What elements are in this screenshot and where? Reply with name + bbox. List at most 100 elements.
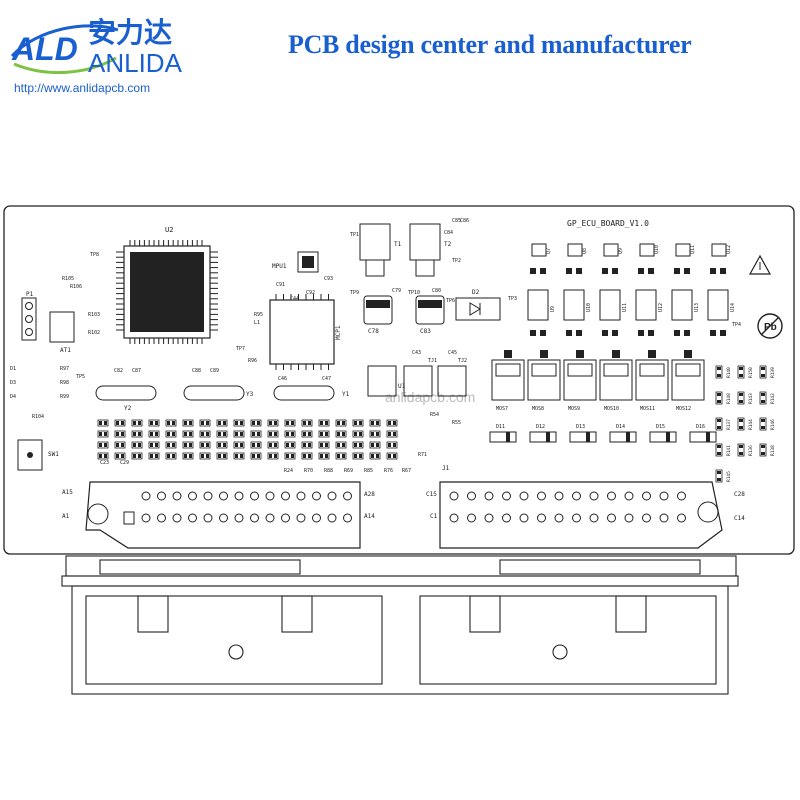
label-tp2: TP2 — [452, 258, 461, 264]
label-r98: R98 — [60, 380, 69, 386]
regulator-t2-label: T2 — [444, 241, 452, 248]
crystal-y1-label: Y1 — [342, 391, 350, 398]
label-r102: R102 — [88, 330, 100, 336]
resistor-label: R140 — [726, 367, 732, 378]
chip-mcp1: MCP1 — [269, 294, 342, 370]
label-c88: C88 — [192, 368, 201, 374]
mosfet-label: MOS8 — [532, 406, 544, 412]
resistor: R148 — [715, 391, 732, 405]
label-c44: C44 — [290, 296, 299, 302]
chip-mcp1-label: MCP1 — [335, 325, 342, 340]
resistor-label: R142 — [770, 393, 776, 404]
mosfet: MOS10 — [599, 350, 633, 412]
resistor-label: R141 — [726, 445, 732, 456]
label-r85: R85 — [364, 468, 373, 474]
label-r104: R104 — [32, 414, 44, 420]
resistor: R141 — [715, 443, 732, 457]
mosfet: MOS7 — [491, 350, 525, 412]
label-r96: R96 — [248, 358, 257, 364]
regulator-t2: T2 — [409, 223, 452, 277]
diode-label: D16 — [696, 424, 705, 430]
pin-label-c14: C14 — [734, 515, 745, 522]
diode-label: D12 — [536, 424, 545, 430]
board-title: GP_ECU_BOARD_V1.0 — [567, 219, 649, 228]
chip-at1: AT1 — [49, 311, 75, 354]
chip-u1: U1 — [367, 365, 406, 397]
label-d1: D1 — [10, 366, 16, 372]
mosfet: MOS11 — [635, 350, 669, 412]
fet-label: Q9 — [618, 248, 624, 254]
crystal-y3: Y3 — [183, 385, 254, 401]
label-r24: R24 — [284, 468, 293, 474]
ic-label: U10 — [586, 303, 592, 312]
label-tj1: TJ1 — [428, 358, 437, 364]
label-tp6: TP6 — [446, 298, 455, 304]
header-p1: P1 — [21, 291, 37, 341]
label-r103: R103 — [88, 312, 100, 318]
label-r70: R70 — [304, 468, 313, 474]
regulator-t1: T1 — [359, 223, 402, 277]
diode-label: D11 — [496, 424, 505, 430]
svg-text:Pb: Pb — [764, 322, 777, 333]
resistor-label: R143 — [748, 393, 754, 404]
label-r76: R76 — [384, 468, 393, 474]
label-l1: L1 — [254, 320, 260, 326]
label-r99: R99 — [60, 394, 69, 400]
resistor-label: R136 — [748, 445, 754, 456]
pin-label-a28: A28 — [364, 491, 375, 498]
label-c84: C84 — [444, 230, 453, 236]
diode: D12 — [529, 424, 557, 443]
connector-housing — [61, 555, 739, 695]
ic-label: U13 — [694, 303, 700, 312]
resistor: R139 — [759, 365, 776, 379]
diode: D11 — [489, 424, 517, 443]
label-tj2: TJ2 — [458, 358, 467, 364]
watermark: anlidapcb.com — [385, 389, 475, 405]
label-r95: R95 — [254, 312, 263, 318]
pin-label-c15: C15 — [426, 491, 437, 498]
label-tp3: TP3 — [508, 296, 517, 302]
tagline: PCB design center and manufacturer — [288, 30, 692, 59]
resistor: R142 — [759, 391, 776, 405]
anlida-logo: ALD 安力达 ANLIDA http://www.anlidapcb.com — [10, 16, 183, 95]
label-r106: R106 — [70, 284, 82, 290]
ic-label: U12 — [658, 303, 664, 312]
mosfet: MOS8 — [527, 350, 561, 412]
cap-c78: C78 — [363, 295, 393, 335]
resistor: R150 — [737, 365, 754, 379]
diode: D16 — [689, 424, 717, 443]
resistor: R140 — [715, 365, 732, 379]
passive-components — [97, 419, 398, 460]
label-c91: C91 — [276, 282, 285, 288]
chip-mpu1: MPU1 — [272, 251, 319, 273]
resistor-label: R138 — [770, 445, 776, 456]
resistor-label: R137 — [726, 419, 732, 430]
chip-mpu1-label: MPU1 — [272, 263, 287, 270]
label-tp1: TP1 — [350, 232, 359, 238]
crystal-y1: Y1 — [273, 385, 350, 401]
label-d4: D4 — [10, 394, 16, 400]
fet-label: Q10 — [654, 245, 660, 254]
label-tp8: TP8 — [90, 252, 99, 258]
resistor: R145 — [715, 469, 732, 483]
crystal-y3-label: Y3 — [246, 391, 254, 398]
label-c92: C92 — [306, 290, 315, 296]
resistor-label: R144 — [748, 419, 754, 430]
board-outline — [3, 205, 795, 555]
logo-text: ALD — [11, 31, 78, 67]
main-chip-u2: U2 — [116, 226, 218, 344]
logo-brand-name: ANLIDA — [88, 48, 183, 78]
fet-label: Q8 — [582, 248, 588, 254]
header-label: P1 — [26, 291, 34, 298]
ic-label: U9 — [550, 306, 556, 312]
logo-chinese-name: 安力达 — [88, 16, 172, 49]
diode: D15 — [649, 424, 677, 443]
